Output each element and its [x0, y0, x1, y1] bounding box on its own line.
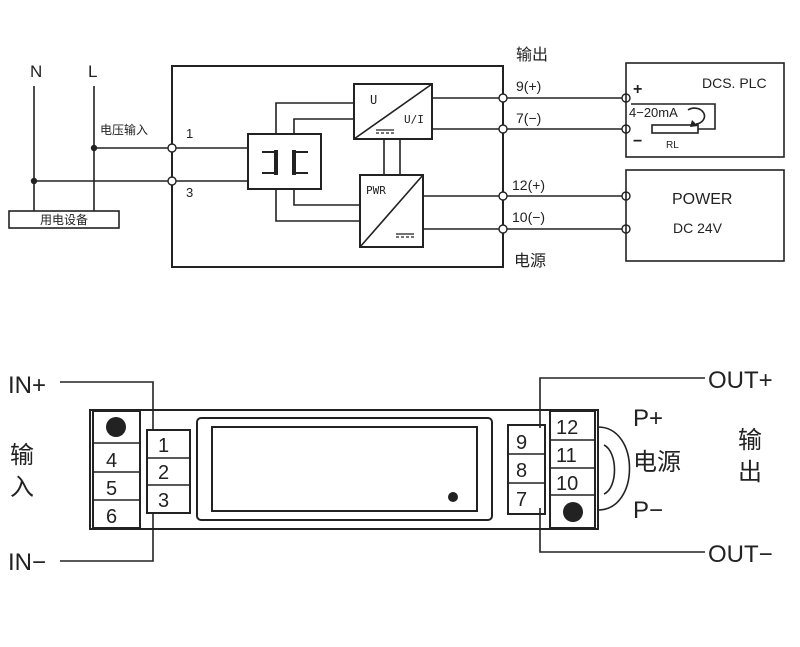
terminal-6: 6: [106, 506, 117, 528]
wire-iso-u-b: [293, 118, 354, 134]
equipment-label: 用电设备: [40, 213, 88, 227]
indicator-led-icon: [448, 492, 458, 502]
output-label-1: 输: [738, 426, 762, 454]
mains-n-label: N: [30, 62, 42, 81]
dcs-minus-label: −: [633, 133, 642, 150]
terminal-node-3: [167, 176, 177, 186]
power-loop-inner: [603, 444, 616, 495]
dcs-current-label: 4−20mA: [629, 105, 678, 120]
terminal-node-12: [498, 191, 508, 201]
dcs-title: DCS. PLC: [702, 75, 767, 91]
output-header: 输出: [516, 45, 548, 64]
terminal-1-label: 1: [186, 126, 193, 141]
terminal-8: 8: [516, 460, 527, 482]
pwr-module-box: [359, 174, 424, 248]
junction-l: [90, 144, 98, 152]
out-plus-leader: [539, 377, 705, 428]
screw-icon: [106, 417, 126, 437]
left-inner-terminals: [146, 429, 191, 514]
module-ui-label: U/I: [404, 113, 424, 126]
pwr-neg-label: 10(−): [512, 209, 545, 225]
voltage-input-label: 电压输入: [100, 122, 148, 137]
wire-iso-u-a: [275, 102, 354, 134]
dcs-plus-label: +: [633, 81, 642, 98]
in-plus-leader: [60, 381, 154, 430]
terminal-4: 4: [106, 450, 117, 472]
module-u-label: U: [370, 93, 377, 107]
in-plus-label: IN+: [8, 372, 46, 399]
screw-icon: [563, 502, 583, 522]
terminal-3: 3: [158, 490, 169, 512]
current-arrow-icon: [687, 107, 706, 125]
dc-icon: [396, 233, 414, 238]
p-plus-label: P+: [633, 405, 663, 432]
terminal-7: 7: [516, 489, 527, 511]
dcs-plc-box: [625, 62, 785, 158]
device-housing: [89, 409, 599, 530]
power-title: POWER: [672, 191, 732, 208]
isolation-block: [247, 133, 322, 190]
wire-iso-pwr-a: [275, 189, 360, 222]
right-inner-terminals: [507, 424, 546, 515]
terminal-9: 9: [516, 432, 527, 454]
terminal-5: 5: [106, 478, 117, 500]
terminal-10: 10: [556, 473, 578, 495]
terminal-12: 12: [556, 417, 578, 439]
equipment-box: [8, 210, 120, 229]
wire-iso-pwr-b: [293, 189, 360, 206]
power-loop-outer: [597, 426, 631, 511]
dcs-loop-wire: [631, 103, 716, 130]
pwr-module-diagonal: [359, 174, 424, 248]
terminal-node-9: [498, 93, 508, 103]
terminal-2: 2: [158, 462, 169, 484]
junction-n: [30, 177, 38, 185]
power-header: 电源: [514, 251, 546, 270]
isolation-icon: [262, 150, 308, 175]
power-voltage: DC 24V: [673, 220, 723, 236]
dcs-rl-label: RL: [666, 140, 679, 151]
out-plus-label: OUT+: [708, 367, 773, 394]
ui-converter-box: [353, 83, 433, 140]
left-terminal-column: [92, 410, 141, 529]
input-label-1: 输: [10, 441, 34, 469]
terminal-node-1: [167, 143, 177, 153]
terminal-3-label: 3: [186, 185, 193, 200]
out-neg-label: 7(−): [516, 110, 541, 126]
out-minus-leader: [539, 508, 705, 553]
resistor-rl: [651, 124, 699, 134]
terminal-node-10: [498, 224, 508, 234]
pwr-pos-label: 12(+): [512, 177, 545, 193]
power-label: 电源: [633, 448, 681, 476]
out-minus-label: OUT−: [708, 541, 773, 568]
p-minus-label: P−: [633, 497, 663, 524]
power-supply-box: [625, 169, 785, 262]
module-pwr-label: PWR: [366, 184, 386, 197]
right-terminal-column: [549, 410, 596, 529]
display-frame: [196, 417, 493, 521]
wiring-schematic: N L 用电设备 电压输入 1 3: [8, 45, 785, 270]
terminal-1: 1: [158, 435, 169, 457]
in-minus-label: IN−: [8, 549, 46, 576]
terminal-layout: IN+ IN− 输 入 4 5 6 1 2 3 9 8 7: [8, 367, 773, 576]
terminal-node-7: [498, 124, 508, 134]
dc-icon: [376, 129, 394, 134]
output-label-2: 出: [738, 458, 762, 486]
input-label-2: 入: [10, 473, 34, 501]
transmitter-box: [171, 65, 504, 268]
mains-l-label: L: [88, 62, 97, 81]
out-pos-label: 9(+): [516, 78, 541, 94]
current-arrowhead-icon: [690, 120, 698, 127]
terminal-11: 11: [556, 445, 577, 467]
display-window: [211, 426, 478, 512]
ui-converter-diagonal: [353, 83, 433, 140]
